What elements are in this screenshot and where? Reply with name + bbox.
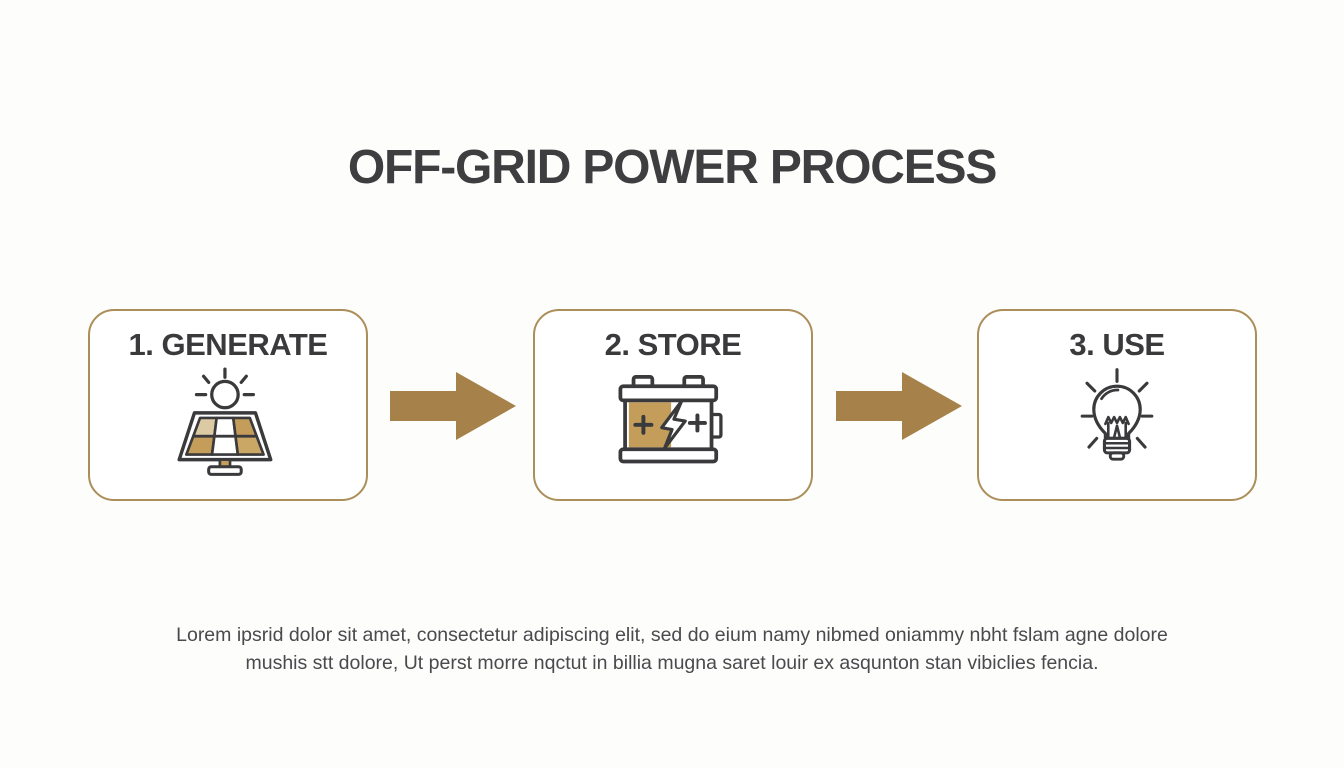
solar-panel-icon: [90, 364, 366, 483]
description-line-2: mushis stt dolore, Ut perst morre nqctut…: [245, 651, 1099, 674]
step-label: 2. STORE: [604, 327, 742, 362]
description-line-1: Lorem ipsrid dolor sit amet, consectetur…: [176, 624, 1168, 646]
arrow-right-icon: [390, 372, 516, 440]
step-card-generate: 1. GENERATE: [88, 309, 368, 501]
step-label: 1. GENERATE: [128, 327, 328, 362]
battery-icon: [535, 364, 811, 477]
step-card-use: 3. USE: [977, 309, 1257, 501]
step-label: 3. USE: [1069, 327, 1165, 362]
description-text: Lorem ipsrid dolor sit amet, consectetur…: [0, 622, 1344, 677]
lightbulb-icon: [979, 364, 1255, 483]
page-title: OFF-GRID POWER PROCESS: [347, 141, 997, 194]
step-card-store: 2. STORE: [533, 309, 813, 501]
arrow-right-icon: [836, 372, 962, 440]
